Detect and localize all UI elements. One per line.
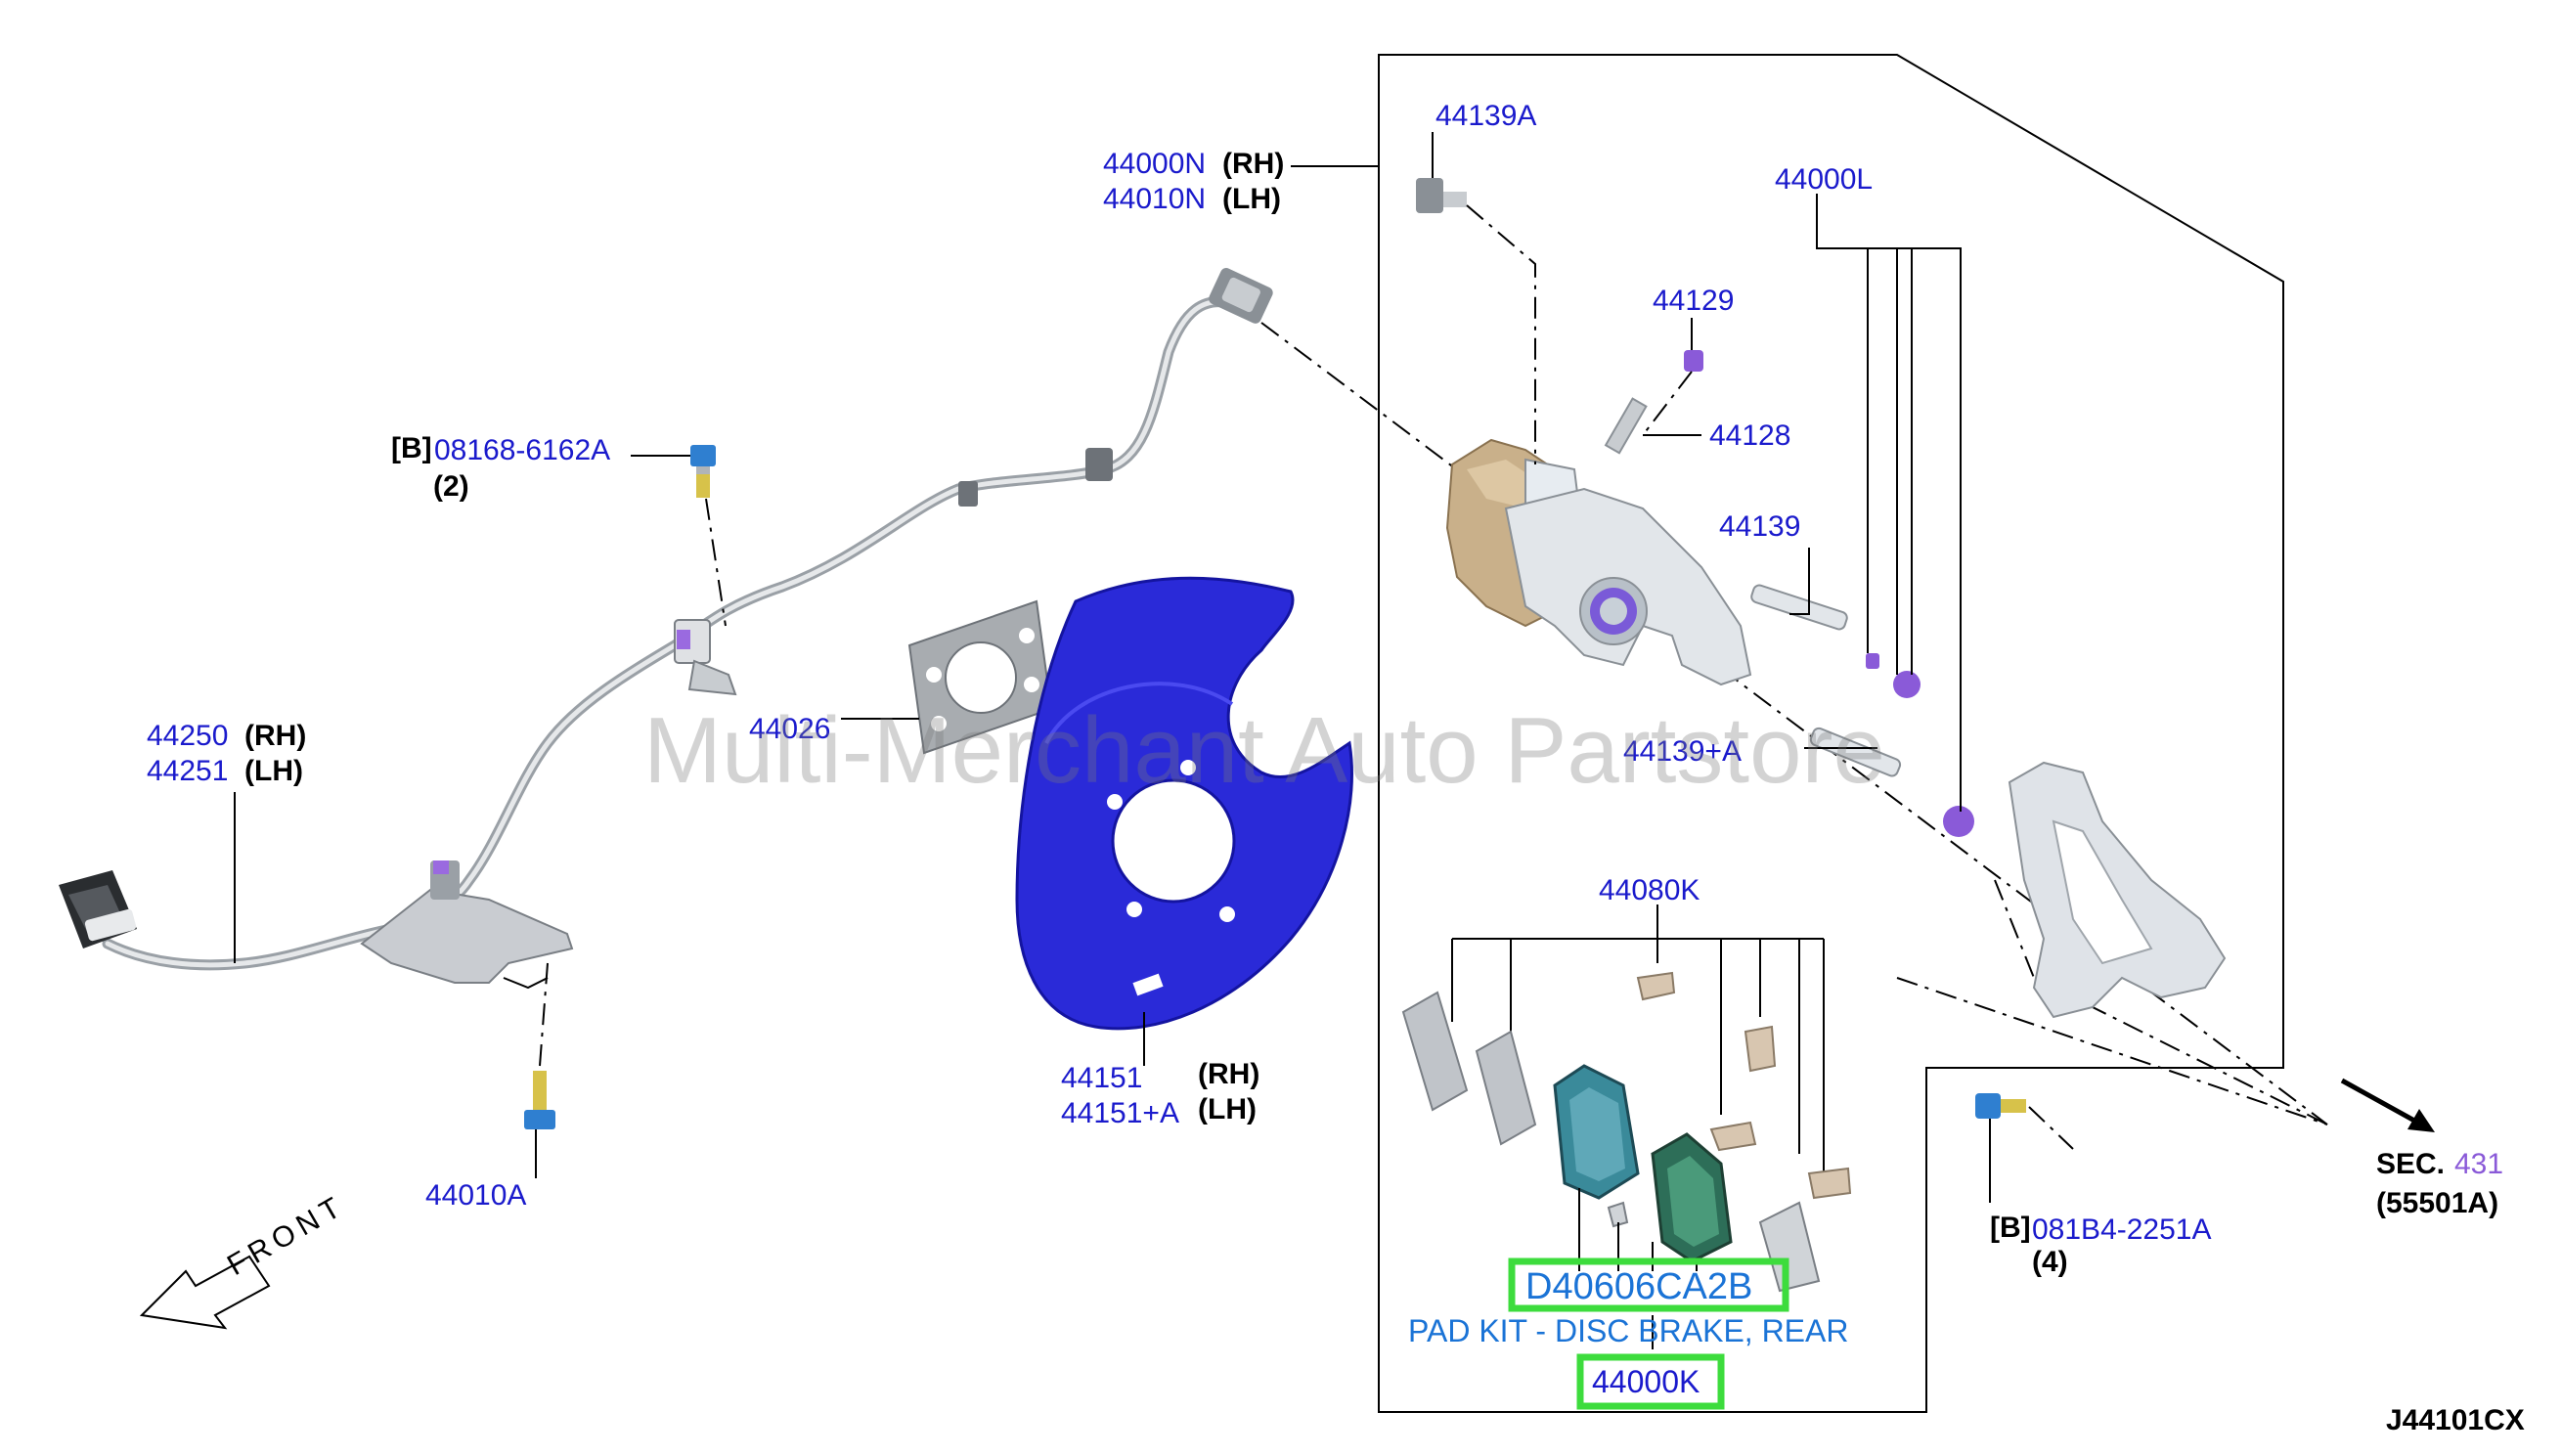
bolt-44010a <box>524 1071 555 1129</box>
highlight-box-ref <box>1576 1353 1725 1410</box>
front-arrow-icon <box>139 1255 271 1330</box>
leader-44000l <box>1816 194 1962 812</box>
label-44251-side: (LH) <box>244 755 303 787</box>
brake-pad-inner <box>1651 1132 1733 1263</box>
cap-guide <box>1642 371 1693 436</box>
label-b-tag-bottom: [B] <box>1990 1212 2031 1244</box>
caliper-housing <box>1504 487 1752 686</box>
section-number[interactable]: 431 <box>2454 1148 2503 1180</box>
pad-shims <box>1401 991 1821 1293</box>
bolt-44139a <box>1416 178 1467 213</box>
leader-44139 <box>1789 548 1810 615</box>
front-label: FRONT <box>222 1189 351 1282</box>
label-44026: 44026 <box>749 713 830 745</box>
bolt-44010a-mark <box>503 977 549 990</box>
bolt-081b4-2251a <box>1975 1093 2026 1119</box>
label-44010a: 44010A <box>425 1179 526 1212</box>
harness-clip <box>674 448 1113 696</box>
pad-clips <box>1607 971 1852 1228</box>
label-44000n-side: (RH) <box>1222 148 1284 180</box>
bolt-44010a-guide <box>539 962 549 1067</box>
abs-connector <box>59 870 137 949</box>
bleeder-cap-44129 <box>1684 350 1703 372</box>
label-44151-side: (RH) <box>1198 1058 1259 1090</box>
highlight-ref[interactable]: 44000K <box>1592 1364 1700 1399</box>
highlight-description: PAD KIT - DISC BRAKE, REAR <box>1408 1313 1848 1348</box>
guide-pin-44139a-lower <box>1809 727 1902 777</box>
caliper-assembly-boundary <box>1378 54 2284 1413</box>
label-44080k: 44080K <box>1599 874 1700 906</box>
pin-boots <box>1866 653 1974 837</box>
label-44010n: 44010N <box>1103 183 1206 215</box>
label-44139: 44139 <box>1719 510 1800 543</box>
label-081b4-2251a: 081B4-2251A <box>2032 1213 2212 1246</box>
brake-pad-outer <box>1553 1064 1640 1200</box>
guide-pin-44139 <box>1750 584 1848 631</box>
section-code: (55501A) <box>2376 1187 2498 1219</box>
label-44000n: 44000N <box>1103 148 1206 180</box>
diagram-code: J44101CX <box>2386 1404 2525 1436</box>
label-44251: 44251 <box>147 755 228 787</box>
section-arrowhead <box>2407 1109 2435 1132</box>
highlight-box-part-number <box>1508 1257 1789 1312</box>
label-44151pa: 44151+A <box>1061 1097 1179 1129</box>
leader-pad-kit <box>1578 1188 1698 1349</box>
label-44000l: 44000L <box>1775 163 1873 196</box>
label-44250: 44250 <box>147 720 228 752</box>
label-qty-4: (4) <box>2032 1246 2068 1278</box>
label-44129: 44129 <box>1653 285 1734 317</box>
label-44128: 44128 <box>1709 419 1790 452</box>
bolt-guide <box>705 498 727 627</box>
label-44250-side: (RH) <box>244 720 306 752</box>
caliper-bracket <box>2008 761 2227 1019</box>
label-44151: 44151 <box>1061 1062 1142 1094</box>
leader-44080k <box>1451 904 1825 1183</box>
label-qty-2: (2) <box>433 470 469 503</box>
axis-line-lower <box>1896 977 2328 1125</box>
harness-bracket <box>360 860 574 984</box>
label-44139pa: 44139+A <box>1623 735 1742 768</box>
highlight-part-number[interactable]: D40606CA2B <box>1525 1266 1752 1307</box>
label-44151pa-side: (LH) <box>1198 1093 1257 1125</box>
label-b-tag-top: [B] <box>391 432 432 464</box>
watermark: Multi-Merchant Auto Partstore <box>643 698 1885 803</box>
bleeder-44128 <box>1604 397 1648 455</box>
label-44139a: 44139A <box>1435 100 1536 132</box>
bolt-08168-6162a <box>690 445 716 498</box>
label-08168-6162a: 08168-6162A <box>434 434 610 466</box>
abs-sensor-head <box>1209 268 1273 324</box>
gasket-44026 <box>907 599 1053 755</box>
bolt-081b4-guide <box>2028 1106 2074 1150</box>
section-arrow <box>2340 1078 2427 1129</box>
dust-shield-44151 <box>1015 576 1353 1031</box>
section-prefix: SEC. <box>2376 1148 2445 1180</box>
label-44010n-side: (LH) <box>1222 183 1281 215</box>
bolt-44139a-guide <box>1466 204 1536 464</box>
